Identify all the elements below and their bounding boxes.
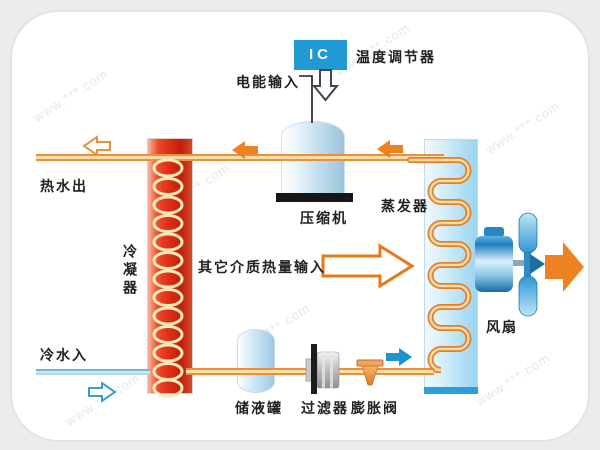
expansion-valve xyxy=(356,359,384,386)
evaporator-base xyxy=(424,387,478,394)
airflow-arrow-icon xyxy=(545,242,584,292)
filter-label: 过滤器 xyxy=(301,400,349,416)
evaporator-coil xyxy=(407,157,472,373)
fan-motor xyxy=(475,236,513,292)
refrigerant-arrow-left-icon xyxy=(232,141,258,159)
electric-input-connector xyxy=(299,75,313,123)
electric-input-label: 电能输入 xyxy=(236,74,300,90)
fan-motor-cap xyxy=(484,227,504,237)
fan-label: 风扇 xyxy=(486,319,518,335)
fan-blade-bar xyxy=(524,247,531,281)
fan-blade-bottom xyxy=(518,275,538,317)
receiver-tank xyxy=(237,329,275,393)
fan-shaft xyxy=(513,260,531,266)
hot-water-out-label: 热水出 xyxy=(40,178,88,194)
fan xyxy=(475,212,545,317)
ic-controller-box: IC xyxy=(294,40,347,70)
filter-body xyxy=(305,344,340,394)
cold-water-in-arrow-icon xyxy=(88,382,116,402)
refrigerant-arrow-left-icon xyxy=(377,140,403,158)
expansion-valve-label: 膨胀阀 xyxy=(351,400,399,416)
compressor-label: 压缩机 xyxy=(300,210,348,226)
valve-flow-arrow-icon xyxy=(386,348,412,366)
condenser-label: 冷凝器 xyxy=(122,244,138,298)
evaporator-label: 蒸发器 xyxy=(381,198,429,214)
condenser-coil xyxy=(152,158,184,398)
temperature-controller-label: 温度调节器 xyxy=(356,49,436,65)
hot-water-out-arrow-icon xyxy=(83,136,111,156)
compressor-base xyxy=(276,193,353,202)
heat-input-label: 其它介质热量输入 xyxy=(198,259,326,275)
fan-hub-cone xyxy=(530,254,545,274)
heat-input-arrow-icon xyxy=(321,243,415,289)
cold-water-pipe xyxy=(36,369,150,375)
fan-blade-top xyxy=(518,212,538,254)
cold-water-in-label: 冷水入 xyxy=(40,347,88,363)
receiver-label: 储液罐 xyxy=(235,400,283,416)
power-down-arrow-icon xyxy=(311,69,340,102)
